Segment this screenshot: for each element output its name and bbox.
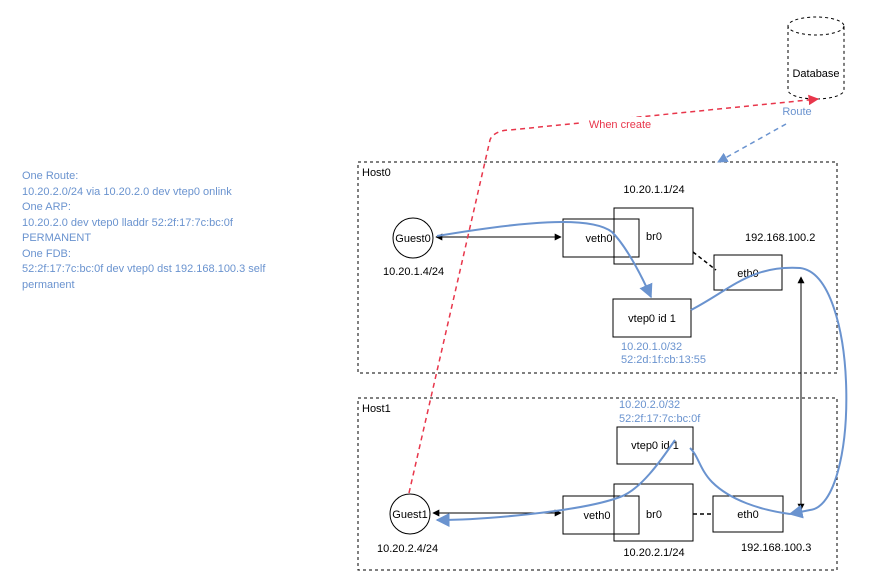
host1-veth-overlap [613,495,640,535]
host1-bridge-label: br0 [646,509,662,521]
host1-vtep-label: vtep0 id 1 [631,440,679,452]
host1-eth-box [712,495,784,533]
host1-guest-ip: 10.20.2.4/24 [377,543,438,555]
note-line: One Route: [22,170,79,182]
flow-guest0-to-vtep0 [436,221,653,299]
note-line: One FDB: [22,247,71,260]
host0-frame [357,161,838,374]
host1-guest-label: Guest1 [392,509,427,521]
database-route-arrow [717,123,787,163]
config-notes: One Route: 10.20.2.0/24 via 10.20.2.0 de… [22,169,322,293]
route-label: Route [782,106,811,118]
note-line: One ARP: [22,201,71,213]
database-label: Database [792,68,839,80]
when-create-arrow [408,94,820,494]
host0-vtep-ip: 10.20.1.0/32 [621,341,682,353]
host0-bridge-eth-link [692,251,717,271]
flow-host0-to-host1-underlay [690,266,848,519]
host1-guest-node [389,493,431,535]
host1-eth-label: eth0 [737,509,758,521]
host0-bridge-ip: 10.20.1.1/24 [623,184,684,196]
note-line: 10.20.2.0/24 via 10.20.2.0 dev vtep0 onl… [22,185,232,198]
host1-vtep-box [616,426,694,465]
when-create-label: When create [589,119,651,131]
host0-veth-overlap [613,218,640,258]
host0-vtep-mac: 52:2d:1f:cb:13:55 [621,354,706,366]
host0-guest-node [392,217,434,259]
host0-vtep-label: vtep0 id 1 [628,313,676,325]
host1-vtep-mac: 52:2f:17:7c:bc:0f [619,413,701,425]
host0-vtep-box [612,298,692,338]
host0-title: Host0 [362,167,391,179]
database-cylinder: Database [787,16,845,100]
host0-eth-label: eth0 [737,268,758,280]
host0-eth-box [713,254,783,291]
host0-veth-label: veth0 [586,233,613,245]
note-line: PERMANENT [22,232,92,244]
flow-vtep1-to-guest1 [435,439,676,527]
note-line: permanent [22,278,75,291]
host0-bridge-label: br0 [646,231,662,243]
host0-guest-label: Guest0 [395,233,430,245]
host1-bridge-ip: 10.20.2.1/24 [623,547,684,559]
host1-title: Host1 [362,403,391,415]
note-line: 10.20.2.0 dev vtep0 lladdr 52:2f:17:7c:b… [22,216,233,229]
host0-guest-ip: 10.20.1.4/24 [383,266,444,278]
host1-frame [357,397,838,571]
when-create-label-bg [582,117,658,131]
host1-eth-ip: 192.168.100.3 [741,542,811,554]
host0-eth-ip: 192.168.100.2 [745,232,815,244]
flow-eth0-to-vtep1 [689,447,791,515]
host1-vtep-ip: 10.20.2.0/32 [619,399,680,411]
note-line: 52:2f:17:7c:bc:0f dev vtep0 dst 192.168.… [22,263,266,275]
host1-veth-label: veth0 [584,510,611,522]
